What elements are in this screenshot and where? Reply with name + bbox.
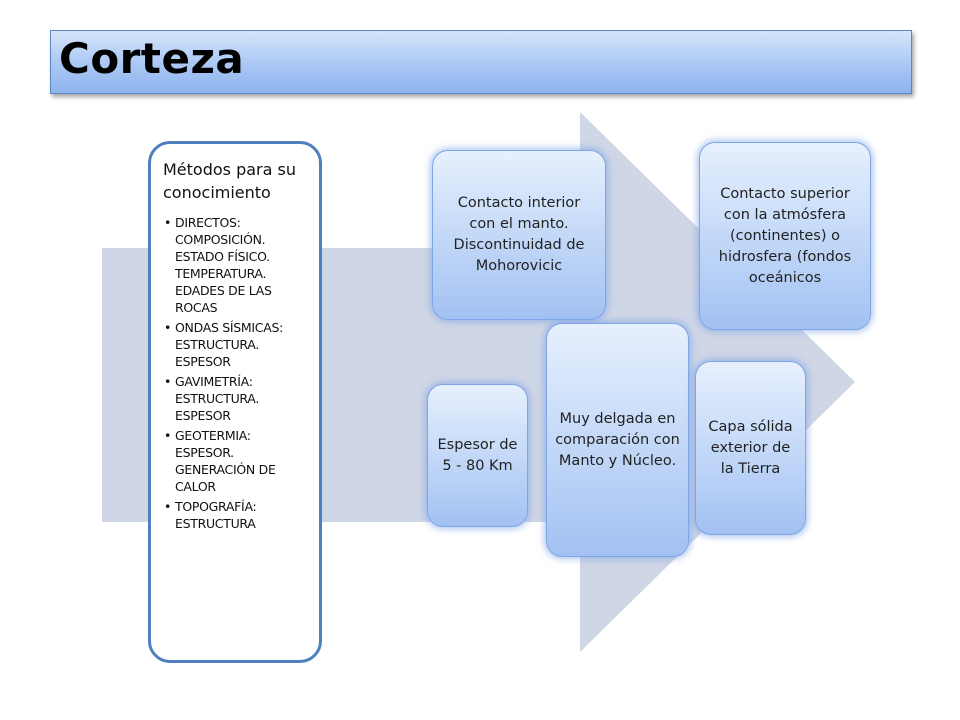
bullet-icon: • (164, 499, 172, 514)
bullet-icon: • (164, 320, 172, 335)
box-capa-solida: Capa sólida exterior de la Tierra (695, 361, 806, 535)
method-item-gavimetria: •GAVIMETRÍA: ESTRUCTURA. ESPESOR (164, 374, 259, 423)
box-espesor: Espesor de 5 - 80 Km (427, 384, 528, 527)
methods-title: Métodos para su conocimiento (163, 160, 296, 202)
box-muy-delgada: Muy delgada en comparación con Manto y N… (546, 323, 689, 557)
method-item-geotermia: •GEOTERMIA: ESPESOR. GENERACIÓN DE CALOR (164, 428, 276, 494)
methods-list: •DIRECTOS: COMPOSICIÓN. ESTADO FÍSICO. T… (163, 214, 313, 532)
box-contacto-superior: Contacto superior con la atmósfera (cont… (699, 142, 871, 330)
bullet-icon: • (164, 428, 172, 443)
box-contacto-interior: Contacto interior con el manto. Disconti… (432, 150, 606, 320)
page-title: Corteza (59, 34, 245, 83)
bullet-icon: • (164, 374, 172, 389)
methods-panel: Métodos para su conocimiento •DIRECTOS: … (148, 141, 322, 663)
method-item-topografia: •TOPOGRAFÍA: ESTRUCTURA (164, 499, 257, 531)
method-item-directos: •DIRECTOS: COMPOSICIÓN. ESTADO FÍSICO. T… (164, 215, 272, 315)
bullet-icon: • (164, 215, 172, 230)
title-bar: Corteza (50, 30, 912, 94)
method-item-ondas: •ONDAS SÍSMICAS: ESTRUCTURA. ESPESOR (164, 320, 284, 369)
